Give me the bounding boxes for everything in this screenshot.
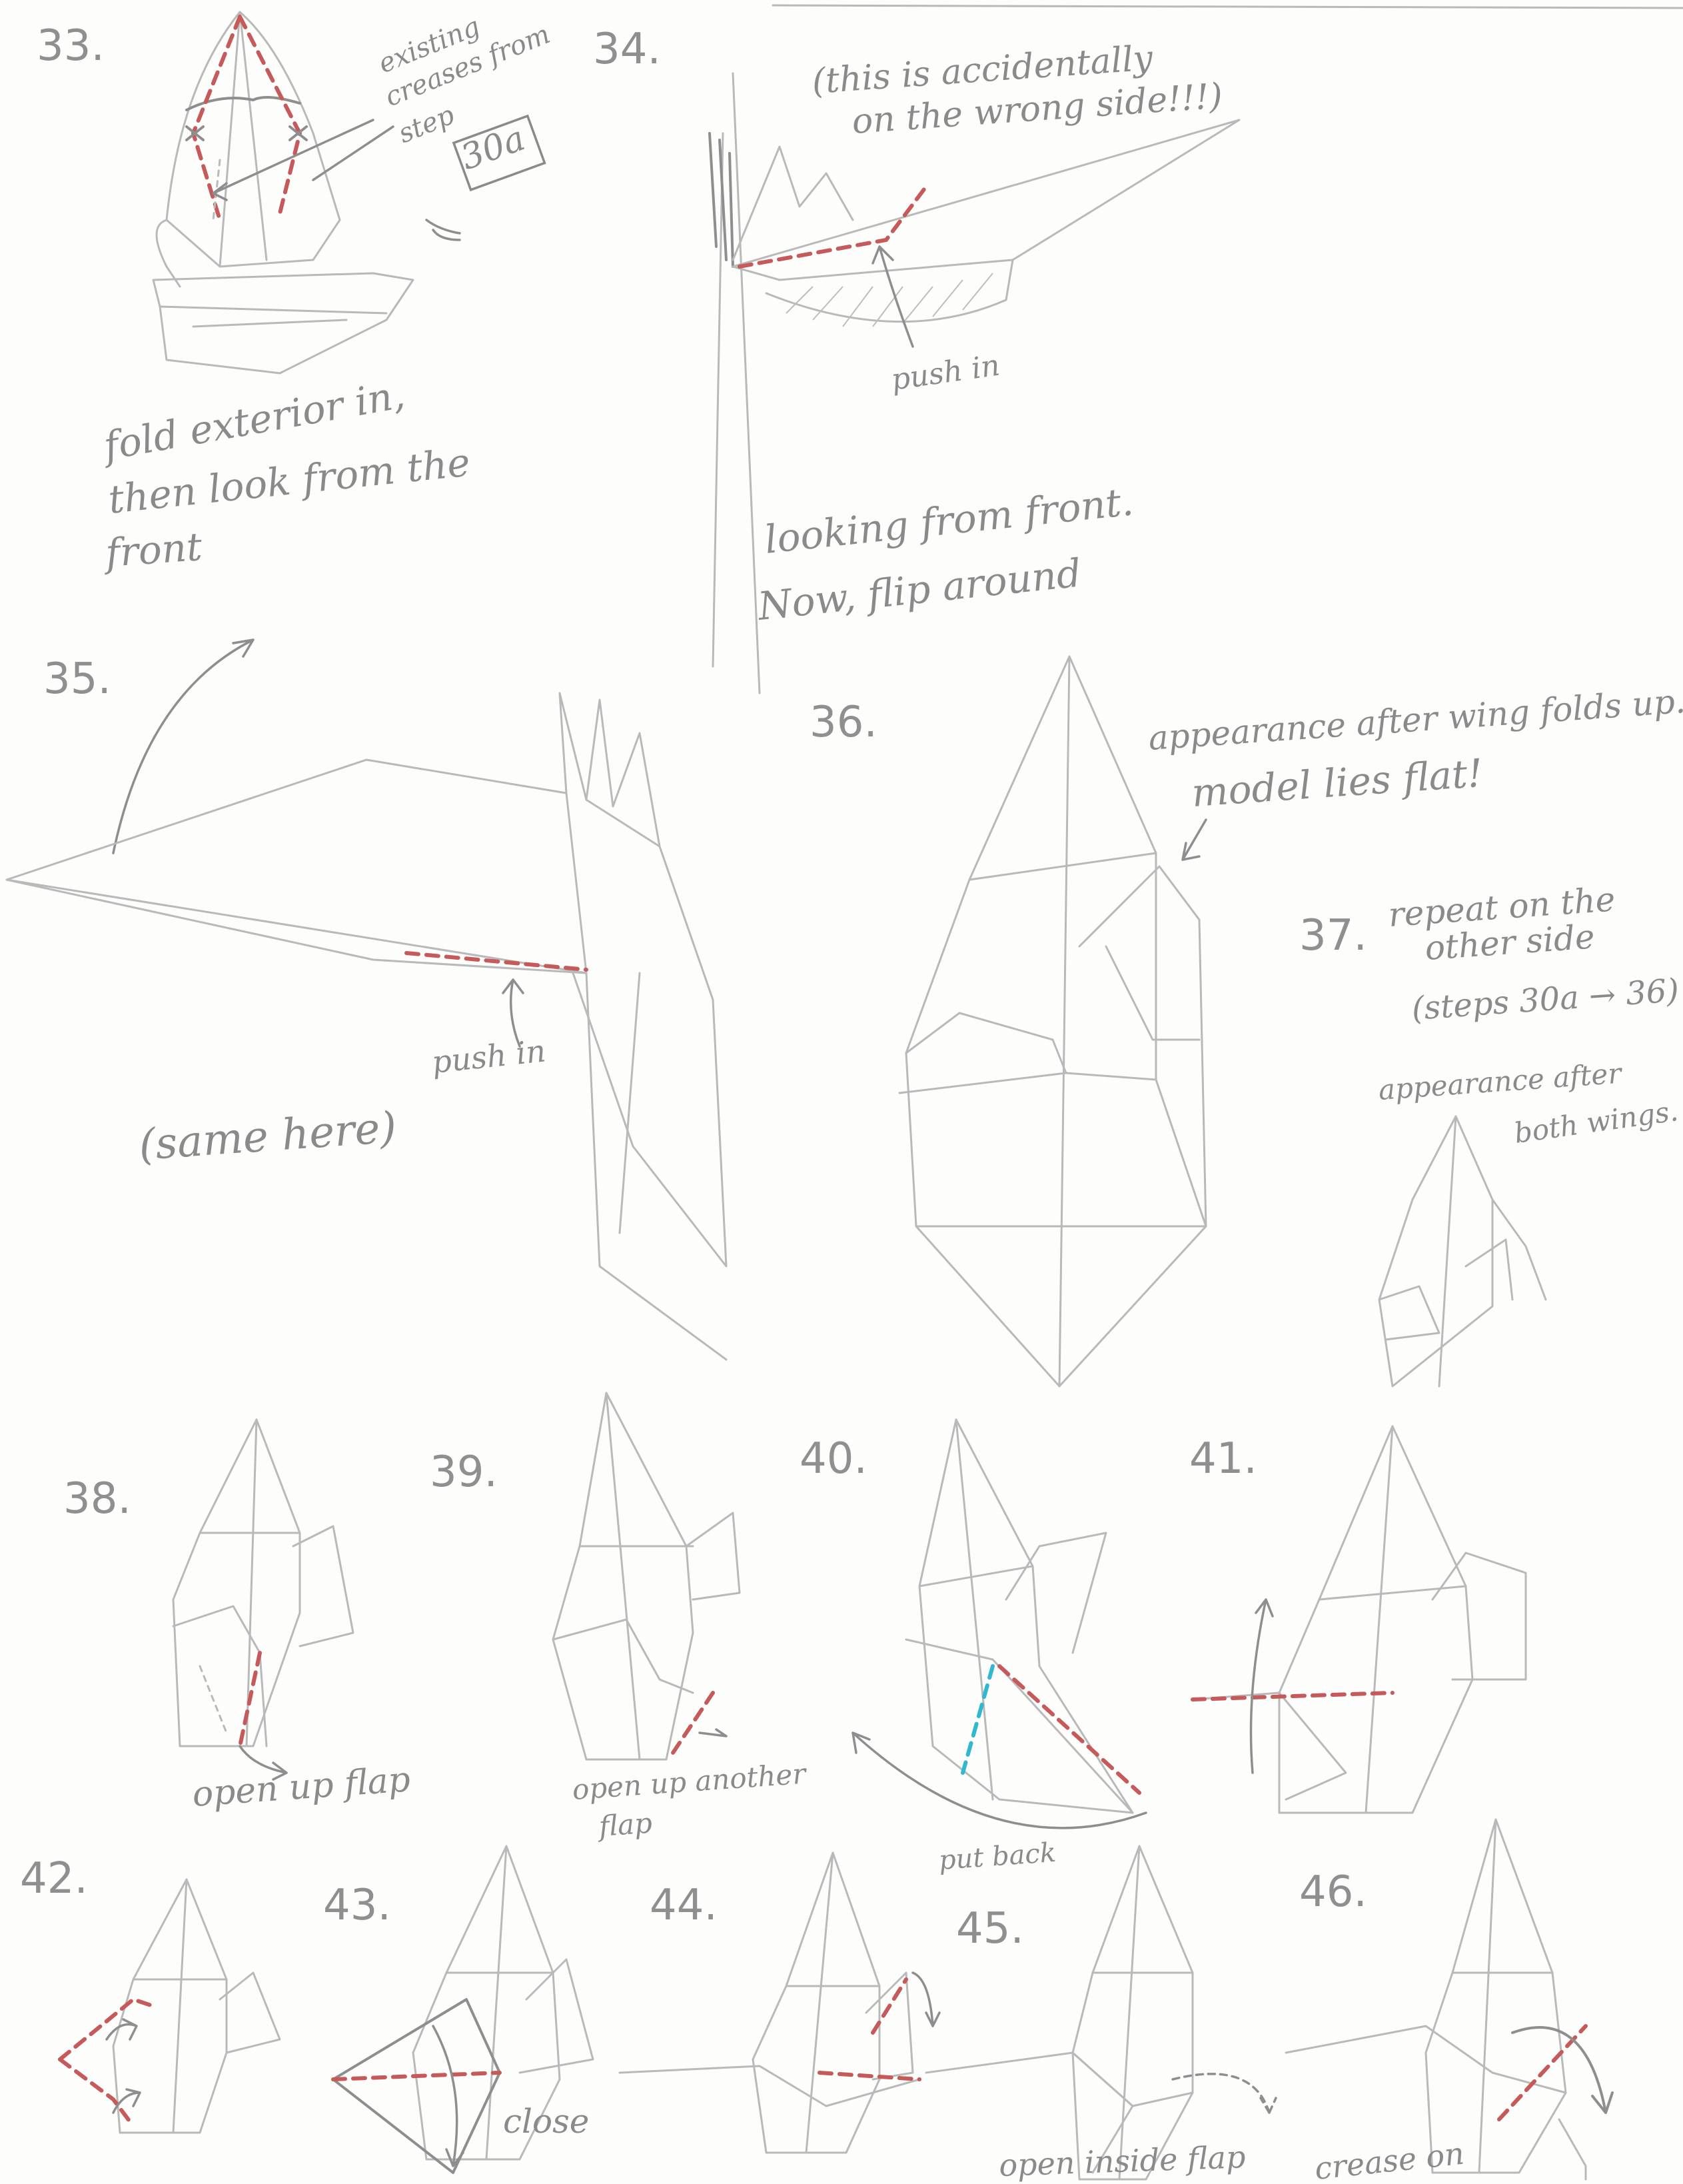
page-edge-line bbox=[773, 5, 1683, 8]
step-34: 34. (this is accidentally on the wrong s… bbox=[593, 25, 1239, 693]
step-34-note-5: Now, flip around bbox=[754, 550, 1083, 629]
step-35-drawing bbox=[7, 640, 726, 1360]
step-33-ref: 30a bbox=[456, 119, 530, 179]
step-34-number: 34. bbox=[593, 25, 661, 74]
step-45-drawing bbox=[926, 1846, 1276, 2179]
step-36: 36. appearance after wing folds up. mode… bbox=[810, 656, 1683, 1386]
step-39-note-2: flap bbox=[596, 1807, 653, 1843]
step-35-note-2: (same here) bbox=[137, 1103, 398, 1170]
step-34-note-4: looking from front. bbox=[762, 479, 1135, 562]
step-39-drawing bbox=[553, 1393, 740, 1759]
step-41-drawing bbox=[1193, 1426, 1526, 1813]
step-34-note-3: push in bbox=[889, 349, 1001, 397]
step-45-number: 45. bbox=[956, 1904, 1024, 1953]
step-46-number: 46. bbox=[1299, 1867, 1367, 1917]
step-36-note-1: appearance after wing folds up. bbox=[1147, 682, 1683, 758]
step-38-drawing bbox=[173, 1420, 353, 1779]
step-42-number: 42. bbox=[20, 1854, 88, 1903]
step-42: 42. bbox=[20, 1854, 280, 2133]
step-43-note-1: close bbox=[503, 2102, 589, 2141]
step-40-number: 40. bbox=[800, 1434, 867, 1484]
step-41-number: 41. bbox=[1189, 1434, 1257, 1484]
step-35-number: 35. bbox=[43, 654, 111, 704]
step-40: 40. put back bbox=[800, 1420, 1146, 1876]
step-38-number: 38. bbox=[63, 1474, 131, 1524]
step-45: 45. open inside flap bbox=[926, 1846, 1276, 2183]
step-37-drawing bbox=[1379, 1116, 1546, 1386]
step-37-note-5: both wings. bbox=[1512, 1094, 1680, 1150]
step-39-number: 39. bbox=[430, 1448, 498, 1497]
step-35: 35. push in (same here) bbox=[7, 640, 726, 1360]
step-44-number: 44. bbox=[650, 1881, 718, 1930]
step-33-note-3: front bbox=[101, 524, 204, 576]
step-38-note-1: open up flap bbox=[191, 1759, 412, 1815]
step-37: 37. repeat on the other side (steps 30a … bbox=[1299, 880, 1680, 1386]
step-40-note-1: put back bbox=[937, 1837, 1057, 1876]
step-36-number: 36. bbox=[810, 698, 877, 747]
step-40-drawing bbox=[853, 1420, 1146, 1828]
step-41: 41. bbox=[1189, 1426, 1526, 1813]
step-43-number: 43. bbox=[323, 1881, 391, 1930]
step-44: 44. bbox=[620, 1853, 939, 2153]
step-39: 39. open up another flap bbox=[430, 1393, 809, 1843]
step-42-drawing bbox=[60, 1879, 280, 2133]
step-39-note-1: open up another bbox=[571, 1757, 808, 1806]
step-45-note-1: open inside flap bbox=[998, 2139, 1246, 2183]
step-46-note-1: crease on bbox=[1313, 2135, 1466, 2184]
step-43: 43. close bbox=[323, 1846, 593, 2173]
step-37-note-3: (steps 30a → 36) bbox=[1410, 972, 1680, 1028]
step-38: 38. open up flap bbox=[63, 1420, 412, 1815]
step-46: 46. crease on bbox=[1286, 1819, 1612, 2184]
step-36-drawing bbox=[899, 656, 1206, 1386]
step-37-note-4: appearance after bbox=[1377, 1056, 1624, 1106]
step-33: 33. existing creases from step 30a fold … bbox=[37, 11, 554, 576]
step-35-note-1: push in bbox=[430, 1032, 548, 1080]
step-36-note-2: model lies flat! bbox=[1190, 750, 1484, 816]
step-37-number: 37. bbox=[1299, 911, 1367, 960]
step-33-number: 33. bbox=[37, 21, 105, 71]
